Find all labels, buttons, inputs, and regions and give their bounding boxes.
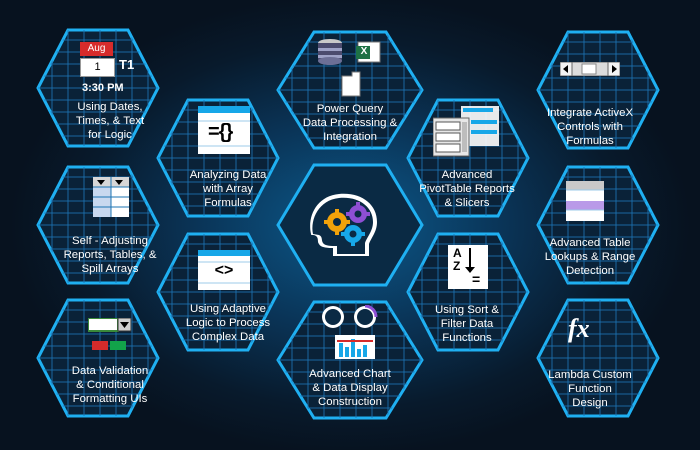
scrollbar-control-icon [559,61,621,77]
dropdown-validation-icon [87,317,132,352]
calendar-clock-icon: Aug 1 T1 3:30 PM [80,42,160,98]
clock-time: 3:30 PM [82,82,124,94]
pivot-slicer-icon [432,106,501,158]
tile-label-self-adjusting: Self - Adjusting Reports, Tables, & Spil… [63,235,157,275]
tile-label-table-lookups: Advanced Table Lookups & Range Detection [544,237,636,277]
excel-badge: X [360,46,368,57]
tile-label-array-formulas: Analyzing Data with Array Formulas [189,169,267,209]
tile-label-activex: Integrate ActiveX Controls with Formulas [546,107,634,147]
tile-label-dates: Using Dates, Times, & Text for Logic [75,101,145,141]
tile-label-power-query: Power Query Data Processing & Integratio… [302,103,398,143]
tile-label-sort-filter: Using Sort & Filter Data Functions [435,304,499,344]
lookup-table-icon [566,181,604,221]
tile-label-adaptive-logic: Using Adaptive Logic to Process Complex … [185,303,271,343]
fx-text: fx [568,314,590,343]
sort-letter-a: A [453,246,462,260]
chart-dashboard-icon [321,304,381,361]
spill-table-icon [93,177,129,217]
tile-label-lambda: Lambda Custom Function Design [548,369,632,409]
calendar-day-box: 1 [80,58,115,77]
code-brackets-text: <> [214,262,234,279]
array-braces-text: ={} [208,121,233,143]
tile-label-pivottable: Advanced PivotTable Reports & Slicers [419,169,515,209]
sort-az-icon: A Z = [448,245,488,289]
text-tag: T1 [119,57,135,72]
database-excel-icon: X [316,38,384,98]
sort-equals: = [472,271,481,287]
fx-function-icon: fx [562,312,612,352]
array-braces-icon: ={} [198,106,250,154]
tile-label-advanced-chart: Advanced Chart & Data Display Constructi… [309,368,391,408]
code-brackets-icon: <> [198,250,250,290]
sort-letter-z: Z [453,259,461,273]
calendar-month-badge: Aug [80,42,113,56]
tile-label-data-validation: Data Validation & Conditional Formatting… [71,365,149,405]
head-gears-icon [303,186,393,256]
